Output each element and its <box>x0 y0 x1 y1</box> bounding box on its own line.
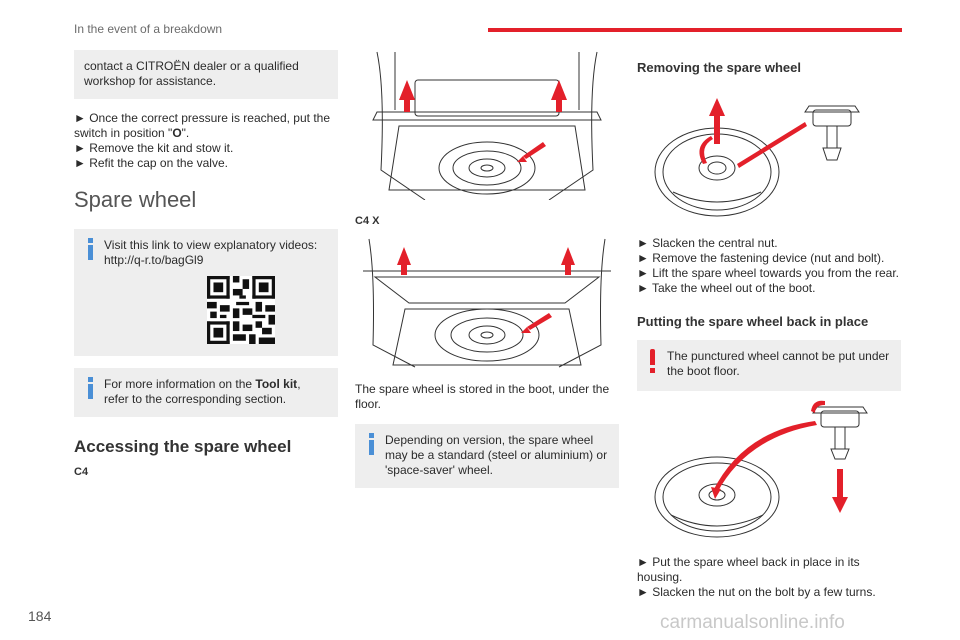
continued-note-text: contact a CITROËN dealer or a qualified … <box>84 59 299 88</box>
step-switch-position: ► Once the correct pressure is reached, … <box>74 111 338 141</box>
remove-step: ► Lift the spare wheel towards you from … <box>637 266 900 280</box>
remove-step: ► Remove the fastening device (nut and b… <box>637 251 885 265</box>
header-accent-bar <box>488 28 902 32</box>
column-middle: C4 X The spare wheel is stored in the bo… <box>355 50 619 488</box>
warning-box: The punctured wheel cannot be put under … <box>637 340 901 391</box>
subsection-title-removing: Removing the spare wheel <box>637 60 801 75</box>
put-step: ► Put the spare wheel back in place in i… <box>637 555 860 584</box>
qr-code-icon[interactable] <box>207 276 275 344</box>
section-title-spare-wheel: Spare wheel <box>74 187 197 212</box>
put-step: ► Slacken the nut on the bolt by a few t… <box>637 585 876 599</box>
toolkit-link-label: Tool kit <box>255 377 298 391</box>
tyre-kit-steps: ► Once the correct pressure is reached, … <box>74 111 338 171</box>
video-info-box: Visit this link to view explanatory vide… <box>74 229 338 356</box>
remove-step: ► Slacken the central nut. <box>637 236 778 250</box>
toolkit-text: For more information on the <box>104 377 256 391</box>
version-info-text: Depending on version, the spare wheel ma… <box>385 433 608 477</box>
put-steps-list: ► Put the spare wheel back in place in i… <box>637 555 901 600</box>
subsection-title-accessing: Accessing the spare wheel <box>74 437 292 456</box>
model-label-c4x: C4 X <box>355 215 380 227</box>
watermark-text: carmanualsonline.info <box>660 612 845 633</box>
step-bold-value: O <box>172 126 182 140</box>
continued-note-box: contact a CITROËN dealer or a qualified … <box>74 50 338 99</box>
model-label-c4: C4 <box>74 466 89 478</box>
remove-steps-list: ► Slacken the central nut. ► Remove the … <box>637 236 901 296</box>
toolkit-info-text: For more information on the Tool kit, re… <box>104 377 328 407</box>
version-info-box: Depending on version, the spare wheel ma… <box>355 424 619 488</box>
refit-spare-wheel-illustration <box>654 400 868 538</box>
remove-spare-wheel-illustration <box>654 98 860 217</box>
info-icon <box>88 377 93 399</box>
video-info-text: Visit this link to view explanatory vide… <box>104 238 318 267</box>
column-right: Removing the spare wheel ► Slacken the c… <box>637 50 901 600</box>
warning-text: The punctured wheel cannot be put under … <box>667 349 890 378</box>
c4x-boot-illustration <box>363 238 611 368</box>
remove-step: ► Take the wheel out of the boot. <box>637 281 816 295</box>
toolkit-text: , refer to the corresponding section. <box>104 377 301 406</box>
stored-location-text: The spare wheel is stored in the boot, u… <box>355 382 610 411</box>
column-left: contact a CITROËN dealer or a qualified … <box>74 50 338 480</box>
page-number: 184 <box>28 608 52 624</box>
toolkit-info-box: For more information on the Tool kit, re… <box>74 368 338 417</box>
c4-boot-illustration <box>372 51 602 200</box>
warning-icon <box>650 349 656 373</box>
step-refit-cap: ► Refit the cap on the valve. <box>74 156 228 170</box>
header-section-label: In the event of a breakdown <box>74 22 223 36</box>
info-icon <box>88 238 93 260</box>
step-text: ". <box>181 126 190 140</box>
step-text: ► Once the correct pressure is reached, … <box>74 111 331 140</box>
info-icon <box>369 433 374 455</box>
step-remove-kit: ► Remove the kit and stow it. <box>74 141 234 155</box>
subsection-title-putting: Putting the spare wheel back in place <box>637 314 869 329</box>
